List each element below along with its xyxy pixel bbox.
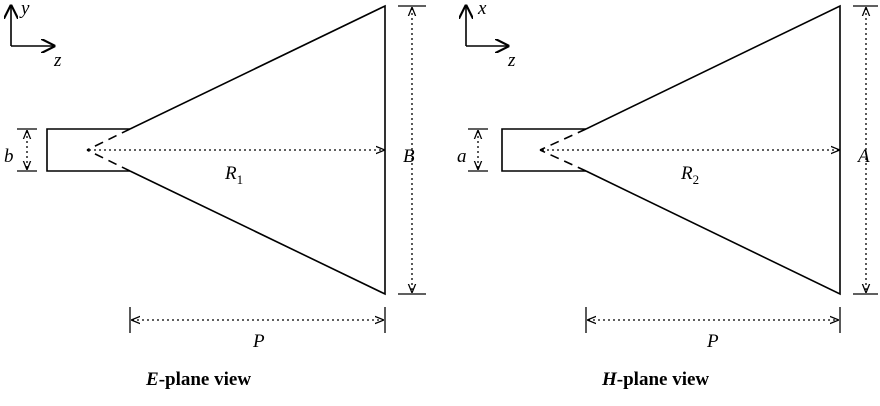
h-plane-apex-dash-top <box>539 128 587 151</box>
e-plane-aperture-label: B <box>403 146 415 167</box>
h-plane-apex-dash-bottom <box>539 149 587 172</box>
e-plane-view: y z R1 b B P E-plane view <box>4 0 426 390</box>
e-plane-axis-horizontal-label: z <box>53 50 62 71</box>
h-plane-view: x z R2 a A P H-plane view <box>457 0 878 390</box>
e-plane-apex-dash-top <box>86 128 131 151</box>
h-plane-aperture-label: A <box>856 146 870 167</box>
h-plane-axis-vertical-label: x <box>477 0 487 19</box>
e-plane-waveguide <box>46 128 130 172</box>
e-plane-axis-vertical-label: y <box>19 0 30 19</box>
h-plane-length-label: P <box>706 331 719 352</box>
e-plane-caption: E-plane view <box>145 369 251 390</box>
e-plane-length-label: P <box>252 331 265 352</box>
e-plane-apex-dash-bottom <box>86 149 131 172</box>
h-plane-height-label: a <box>457 146 467 167</box>
h-plane-radius-label: R2 <box>680 163 699 187</box>
h-plane-waveguide <box>501 128 586 172</box>
h-plane-caption: H-plane view <box>601 369 709 390</box>
e-plane-radius-label: R1 <box>224 163 243 187</box>
e-plane-horn-outline <box>129 4 386 296</box>
e-plane-axes: y z <box>11 0 62 71</box>
e-plane-height-label: b <box>4 146 14 167</box>
h-plane-axis-horizontal-label: z <box>507 50 516 71</box>
h-plane-axes: x z <box>466 0 516 71</box>
h-plane-horn-outline <box>585 4 841 296</box>
